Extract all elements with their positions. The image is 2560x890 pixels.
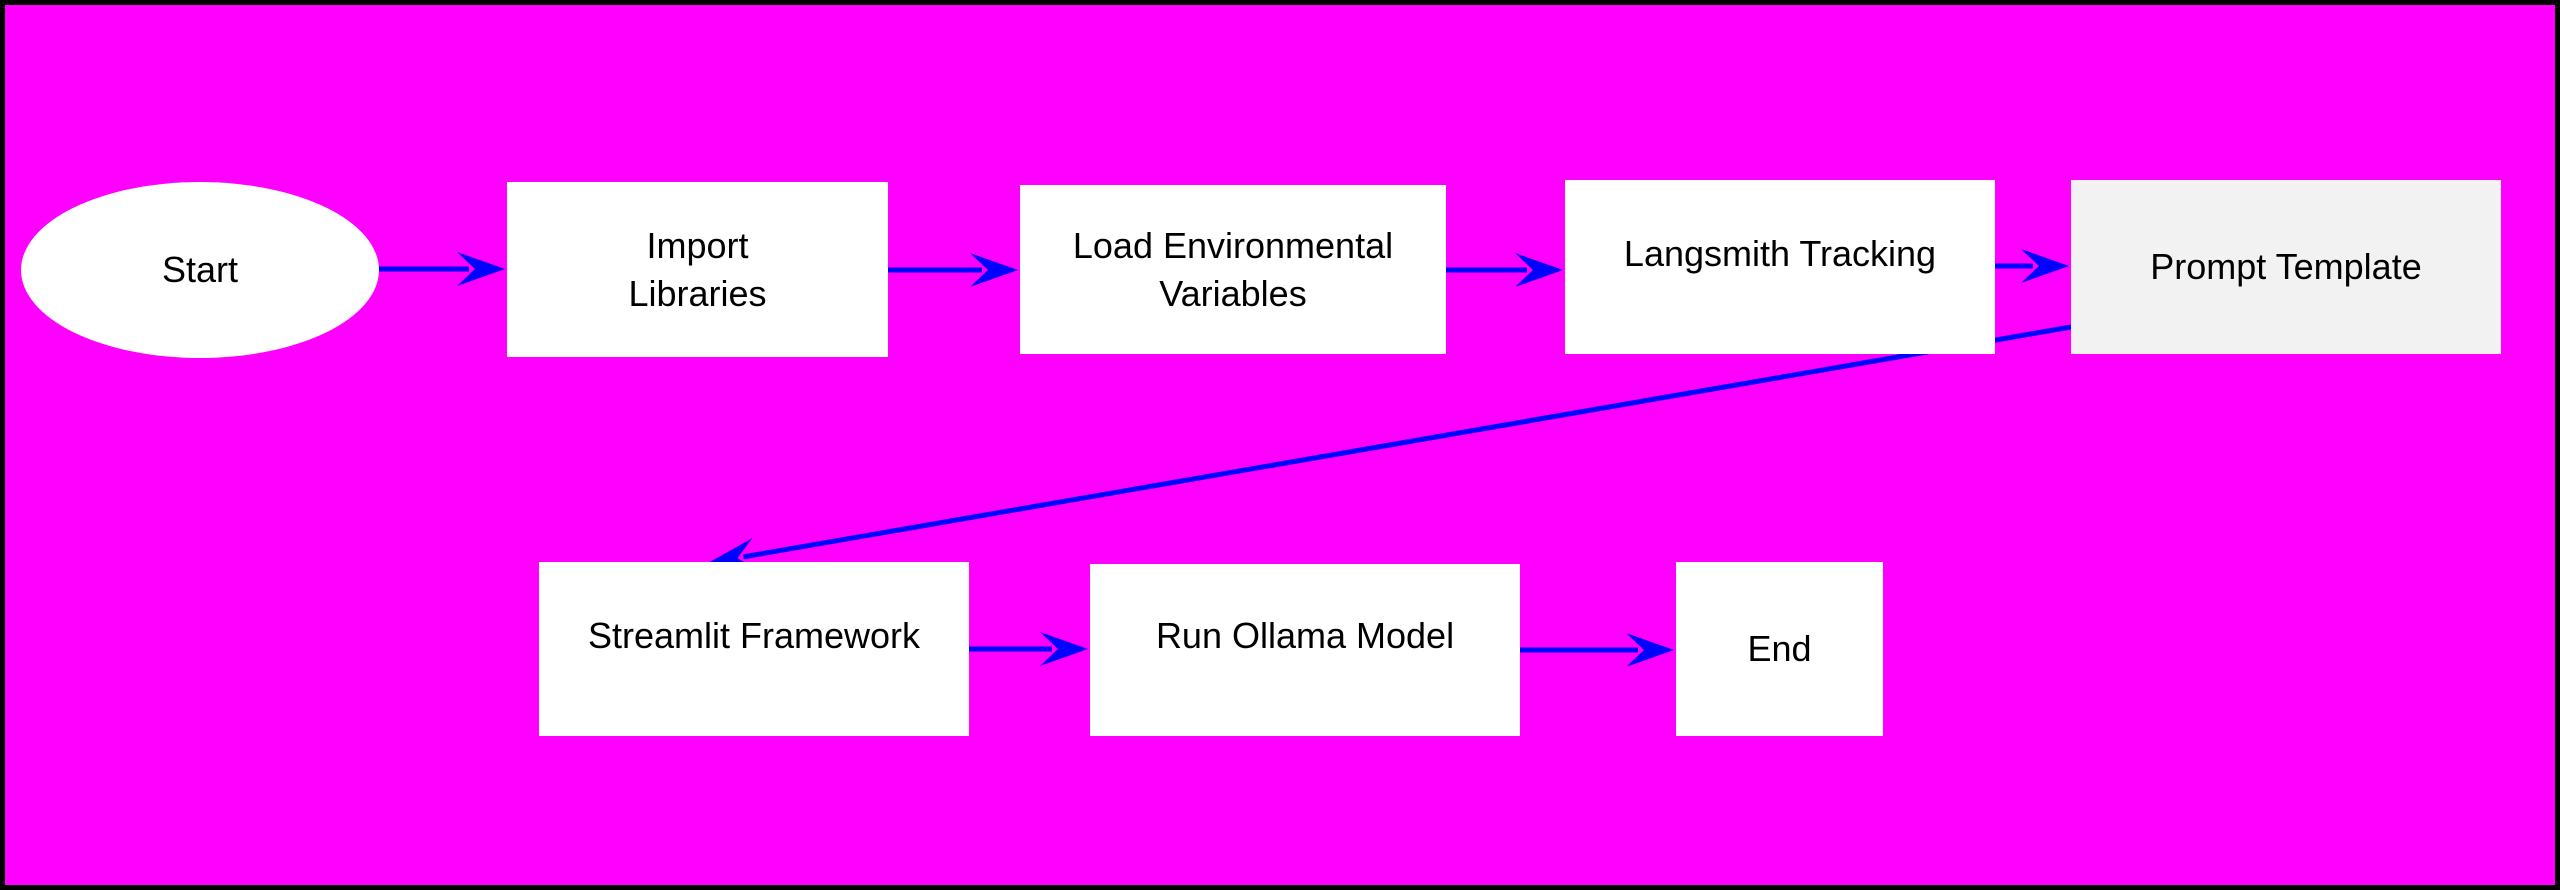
prompt-template-node: Prompt Template bbox=[2071, 180, 2501, 354]
load-environmental-variables-label-line-1: Load Environmental bbox=[1072, 224, 1394, 266]
streamlit-framework-label: Streamlit Framework bbox=[587, 615, 921, 656]
arrow-streamlit-framework-to-run-ollama-model bbox=[969, 632, 1088, 666]
start-label: Start bbox=[161, 249, 239, 290]
arrow-load-environmental-variables-to-langsmith-tracking bbox=[1446, 253, 1563, 287]
arrow-head bbox=[970, 253, 1018, 287]
flowchart-edges bbox=[377, 249, 2072, 667]
run-ollama-model-node: Run Ollama Model bbox=[1090, 564, 1520, 736]
arrow-head bbox=[1515, 253, 1563, 287]
import-libraries-label-line-2: Libraries bbox=[628, 272, 767, 314]
arrow-start-to-import-libraries bbox=[377, 252, 505, 286]
arrow-head bbox=[2021, 249, 2069, 283]
arrow-shaft bbox=[743, 324, 2072, 560]
import-libraries-node: Import Libraries bbox=[507, 182, 888, 357]
load-environmental-variables-node: Load Environmental Variables bbox=[1020, 185, 1446, 354]
arrow-import-libraries-to-load-environmental-variables bbox=[886, 253, 1018, 287]
arrow-head bbox=[1040, 632, 1088, 666]
load-environmental-variables-label-line-2: Variables bbox=[1159, 272, 1307, 314]
prompt-template-label: Prompt Template bbox=[2150, 246, 2422, 287]
arrow-head bbox=[457, 252, 505, 286]
arrow-prompt-template-to-streamlit-framework bbox=[708, 324, 2072, 572]
langsmith-tracking-node: Langsmith Tracking bbox=[1565, 180, 1995, 354]
arrow-head bbox=[1626, 633, 1674, 667]
end-label: End bbox=[1747, 628, 1812, 669]
run-ollama-model-label: Run Ollama Model bbox=[1155, 615, 1455, 656]
streamlit-framework-node: Streamlit Framework bbox=[539, 562, 969, 736]
import-libraries-label-line-1: Import bbox=[646, 224, 749, 266]
arrow-langsmith-tracking-to-prompt-template bbox=[1995, 249, 2069, 283]
langsmith-tracking-label: Langsmith Tracking bbox=[1623, 233, 1937, 274]
end-node: End bbox=[1676, 562, 1883, 736]
start-node: Start bbox=[21, 182, 379, 358]
arrow-run-ollama-model-to-end bbox=[1520, 633, 1674, 667]
